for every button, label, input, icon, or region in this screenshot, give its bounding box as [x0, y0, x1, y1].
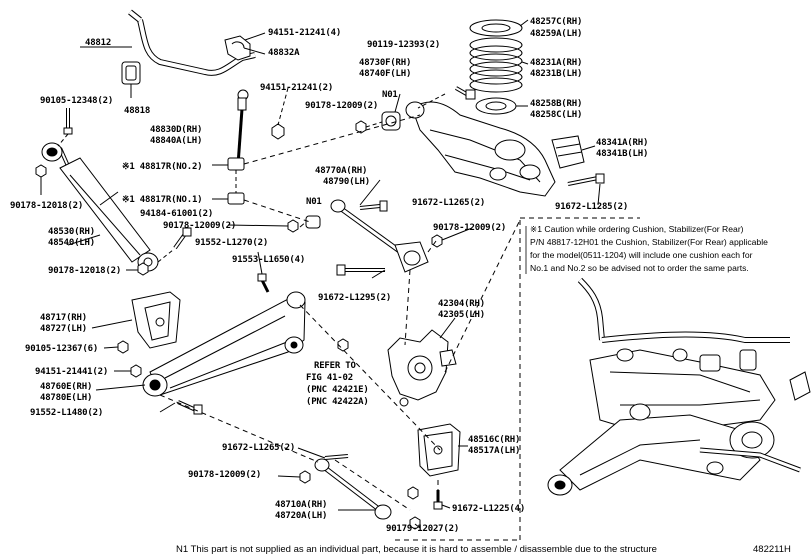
label-48530: 48530(RH)	[48, 227, 95, 237]
lateral-link-48770a	[330, 199, 429, 273]
label-48832a: 48832A	[268, 48, 300, 58]
label-90178-12009-lower: 90178-12009(2)	[188, 470, 262, 480]
label-90178-12018-b: 90178-12018(2)	[48, 266, 122, 276]
caution-line-1: P/N 48817-12H01 the Cushion, Stabilizer(…	[530, 237, 768, 247]
label-91553-l1650: 91553-L1650(4)	[232, 255, 306, 265]
label-48790: 48790(LH)	[323, 177, 370, 187]
label-48830d: 48830D(RH)	[150, 125, 203, 135]
label-48341a: 48341A(RH)	[596, 138, 649, 148]
toe-link-48710a	[314, 458, 392, 520]
n1-footnote: N1 This part is not supplied as an indiv…	[176, 544, 657, 555]
lower-arm-48760e	[142, 291, 306, 397]
label-48259a: 48259A(LH)	[530, 29, 583, 39]
label-48780e: 48780E(LH)	[40, 393, 93, 403]
bracket-48717	[131, 291, 181, 349]
bump-stopper-48341a	[551, 135, 585, 169]
label-48540: 48540(LH)	[48, 238, 95, 248]
label-refer-1: REFER TO	[314, 361, 356, 371]
caution-line-3: No.1 and No.2 so be advised not to order…	[530, 263, 749, 273]
label-48257c: 48257C(RH)	[530, 17, 583, 27]
stabilizer-bracket-48832a	[224, 35, 251, 61]
label-94151-21441: 94151-21441(2)	[35, 367, 109, 377]
label-48517a: 48517A(LH)	[468, 446, 521, 456]
rear-axle-carrier-42304	[387, 329, 457, 407]
label-48727: 48727(LH)	[40, 324, 87, 334]
label-n01-mid: N01	[306, 197, 322, 207]
label-90178-12009-right: 90178-12009(2)	[433, 223, 507, 233]
label-90178-12009-center: 90178-12009(2)	[163, 221, 237, 231]
label-48258c: 48258C(LH)	[530, 110, 583, 120]
label-91672-l1265-upper: 91672-L1265(2)	[412, 198, 486, 208]
coil-spring-48231a	[469, 19, 523, 115]
label-91552-l1480: 91552-L1480(2)	[30, 408, 104, 418]
bolt-90105-12348	[63, 108, 73, 135]
label-90105-12367: 90105-12367(6)	[25, 344, 99, 354]
label-48740f: 48740F(LH)	[359, 69, 412, 79]
label-refer-4: (PNC 42422A)	[306, 397, 369, 407]
bracket-48516c	[417, 423, 461, 477]
label-94184-61001: 94184-61001(2)	[140, 209, 214, 219]
label-48231b: 48231B(LH)	[530, 69, 583, 79]
nut-94151	[271, 123, 285, 140]
label-48840a: 48840A(LH)	[150, 136, 203, 146]
label-48516c: 48516C(RH)	[468, 435, 521, 445]
caution-title: ※1 Caution while ordering Cushion, Stabi…	[530, 224, 744, 234]
label-91672-l1295: 91672-L1295(2)	[318, 293, 392, 303]
label-48817r-no2: ※1 48817R(NO.2)	[122, 162, 203, 172]
label-94151-21241-top: 94151-21241(4)	[268, 28, 342, 38]
stabilizer-cushion-48818	[121, 61, 141, 85]
label-refer-2: FIG 41-02	[306, 373, 353, 383]
label-90178-12018-a: 90178-12018(2)	[10, 201, 84, 211]
label-48720a: 48720A(LH)	[275, 511, 328, 521]
leader-lines	[67, 19, 601, 529]
label-48760e: 48760E(RH)	[40, 382, 93, 392]
label-refer-3: (PNC 42421E)	[306, 385, 369, 395]
label-90119-12393: 90119-12393(2)	[367, 40, 441, 50]
figure-code: 482211H	[753, 544, 791, 555]
label-91672-l1265-lower: 91672-L1265(2)	[222, 443, 296, 453]
label-48258b: 48258B(RH)	[530, 99, 583, 109]
label-48341b: 48341B(LH)	[596, 149, 649, 159]
label-90178-12009-top: 90178-12009(2)	[305, 101, 379, 111]
label-n01-top: N01	[382, 90, 398, 100]
label-48730f: 48730F(RH)	[359, 58, 412, 68]
label-91672-l1285: 91672-L1285(2)	[555, 202, 629, 212]
label-48817r-no1: ※1 48817R(NO.1)	[122, 195, 203, 205]
label-42304: 42304(RH)	[438, 299, 485, 309]
caution-line-2: for the model(0511-1204) will include on…	[530, 250, 753, 260]
assembled-suspension-view	[547, 277, 811, 496]
label-91552-l1270: 91552-L1270(2)	[195, 238, 269, 248]
stabilizer-bar	[128, 9, 256, 76]
bushing-n01-top	[381, 111, 401, 131]
label-48812: 48812	[85, 38, 112, 48]
label-48818: 48818	[124, 106, 151, 116]
label-94151-21241-mid: 94151-21241(2)	[260, 83, 334, 93]
label-90179-12027: 90179-12027(2)	[386, 524, 460, 534]
label-91672-l1225: 91672-L1225(4)	[452, 504, 526, 514]
label-90105-12348: 90105-12348(2)	[40, 96, 114, 106]
assembly-dashed-lines	[159, 114, 640, 541]
label-48717: 48717(RH)	[40, 313, 87, 323]
label-48710a: 48710A(RH)	[275, 500, 328, 510]
bolt-91552-l1270	[173, 227, 192, 250]
label-48231a: 48231A(RH)	[530, 58, 583, 68]
suspension-arm-48730f	[405, 101, 556, 197]
label-42305: 42305(LH)	[438, 310, 485, 320]
label-48770a: 48770A(RH)	[315, 166, 368, 176]
